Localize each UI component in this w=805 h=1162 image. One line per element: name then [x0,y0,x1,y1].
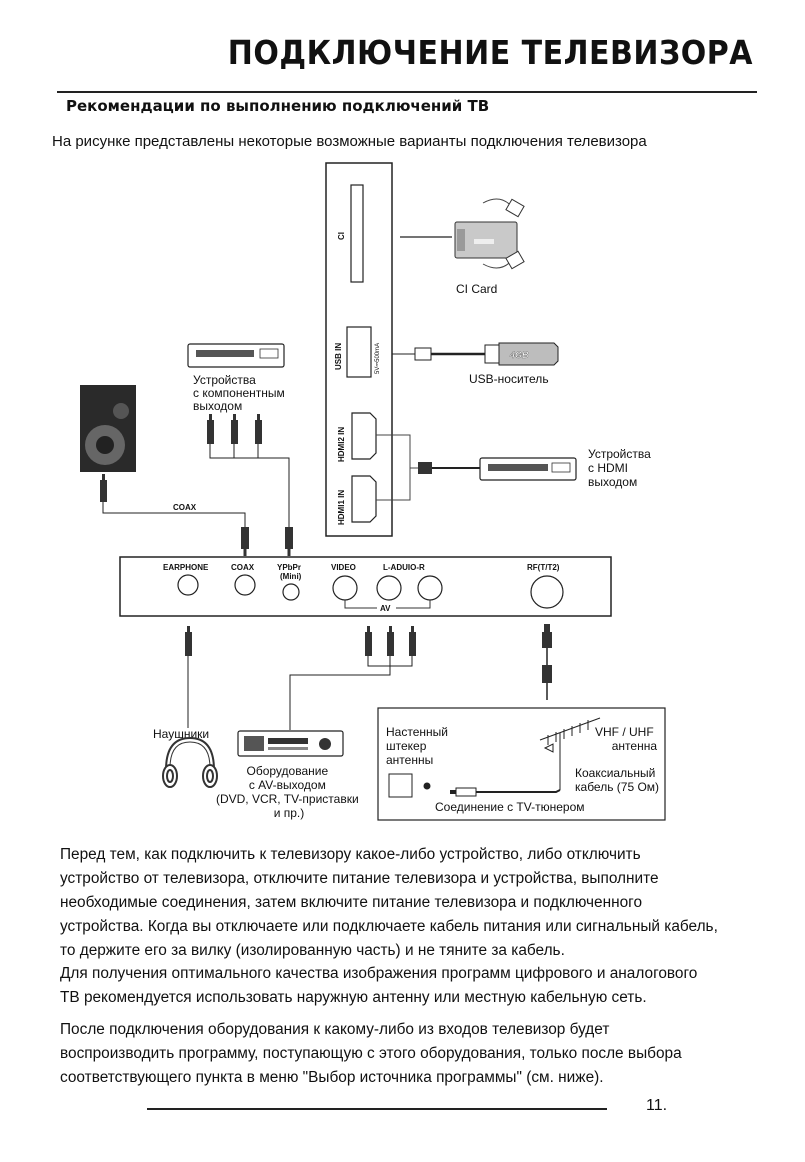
video-label: VIDEO [331,563,356,572]
wall-plug-label: Настенный штекер антенны [386,725,451,767]
coax-port-label: COAX [231,563,255,572]
hdmi-device-label: Устройства с HDMI выходом [588,447,654,489]
section-subtitle: Рекомендации по выполнению подключений Т… [66,97,490,115]
ypbpr-plug [285,527,293,556]
usb-in-label: USB IN [334,343,343,370]
paragraph-line: ТВ рекомендуется использовать наружную а… [60,989,647,1006]
audio-label: L-ADUIO-R [383,563,425,572]
hdmi1-port [351,475,377,523]
av-plugs [365,626,416,656]
hdmi2-in-label: HDMI2 IN [337,427,346,462]
paragraph-connection-safety: Перед тем, как подключить к телевизору к… [60,843,760,963]
rf-plug [542,624,552,648]
rf-label: RF(T/T2) [527,563,560,572]
paragraph-line: устройство от телевизора, отключите пита… [60,870,659,887]
paragraph-line: воспроизводить программу, поступающую с … [60,1045,682,1062]
component-device-label: Устройства с компонентным выходом [193,373,288,413]
ci-slot [350,184,364,283]
coax-cable [102,502,246,527]
earphone-jack [177,574,199,596]
antenna-icon [539,717,601,790]
coax-plug-tv [241,527,249,556]
antenna-cable [476,789,561,793]
av-label: AV [380,604,391,613]
ypbpr-note: (Mini) [280,572,302,581]
hdmi2-port [351,412,377,460]
paragraph-source-select: После подключения оборудования к какому-… [60,1018,760,1090]
component-plugs [207,414,262,444]
page-number: 11. [646,1097,668,1114]
connection-diagram: CI USB IN 5V⎓500mA HDMI2 IN HDMI1 IN CI … [80,162,666,821]
usb-stick: 4GB [414,342,559,366]
speaker [80,385,136,472]
av-device-label: Оборудование с AV-выходом (DVD, VCR, TV-… [216,764,362,820]
ypbpr-label: YPbPr [277,563,301,572]
component-cable [209,444,290,527]
wall-plug [388,773,413,798]
paragraph-line: Для получения оптимального качества изоб… [60,965,698,982]
ci-card-label: CI Card [456,282,497,296]
coax-jack [234,574,256,596]
paragraph-line: необходимые соединения, затем включите п… [60,894,643,911]
av-bracket [344,600,377,609]
ci-card [454,198,525,270]
antenna-label: VHF / UHF антенна [595,725,657,753]
paragraph-line: устройства. Когда вы отключаете или подк… [60,918,718,935]
paragraph-antenna-advice: Для получения оптимального качества изоб… [60,962,760,1010]
headphones [162,736,218,788]
ci-slot-label: CI [337,232,346,240]
coax-cable-label: COAX [173,503,197,512]
paragraph-line: то держите его за вилку (изолированную ч… [60,942,565,959]
hdmi-device [479,457,577,481]
video-jack [332,575,358,601]
coax-plug-speaker [100,474,107,502]
usb-port [346,326,372,378]
headphone-plug [185,626,192,656]
rf-jack [530,575,564,609]
audio-l-jack [376,575,402,601]
av-device [237,730,344,757]
usb-storage-label: USB-носитель [469,372,549,386]
hdmi1-in-label: HDMI1 IN [337,490,346,525]
hdmi-cable [418,462,480,474]
coax-75-label: Коаксиальный кабель (75 Ом) [575,766,659,794]
tv-side-panel [119,556,612,617]
title-rule [57,91,757,93]
usb-stick-capacity: 4GB [509,350,529,360]
footer-rule [147,1108,607,1110]
paragraph-line: Перед тем, как подключить к телевизору к… [60,846,641,863]
component-device [187,343,285,368]
earphone-label: EARPHONE [163,563,209,572]
paragraph-line: соответствующего пункта в меню "Выбор ис… [60,1069,604,1086]
paragraph-line: После подключения оборудования к какому-… [60,1021,610,1038]
antenna-box [377,707,666,821]
usb-rating-label: 5V⎓500mA [375,343,381,374]
ypbpr-jack [282,583,300,601]
intro-text: На рисунке представлены некоторые возмож… [52,133,647,150]
audio-r-jack [417,575,443,601]
page-title: ПОДКЛЮЧЕНИЕ ТЕЛЕВИЗОРА [227,34,753,73]
tuner-connection-label: Соединение с TV-тюнером [435,800,585,814]
